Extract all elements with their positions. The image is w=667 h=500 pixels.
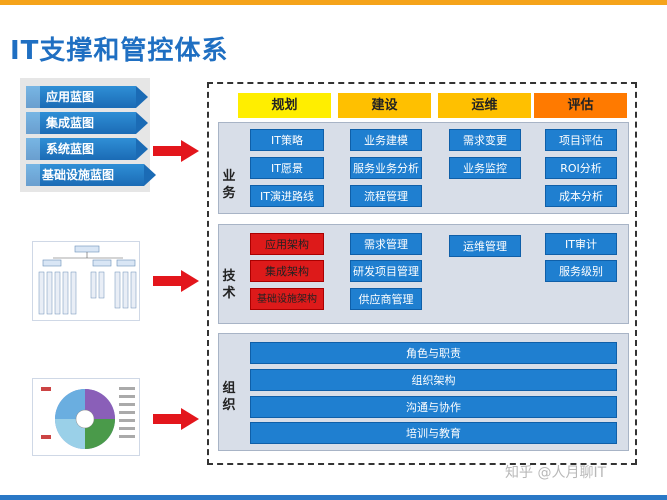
- cell-requirement-change: 需求变更: [449, 129, 521, 151]
- cell-service-analysis: 服务业务分析: [350, 157, 422, 179]
- top-accent-bar: [0, 0, 667, 5]
- cell-cost-analysis: 成本分析: [545, 185, 617, 207]
- pie-diagram: [41, 387, 135, 449]
- bottom-accent-bar: [0, 495, 667, 500]
- row-label-business: 业务: [222, 169, 236, 201]
- cell-business-modeling: 业务建模: [350, 129, 422, 151]
- cell-it-strategy: IT策略: [250, 129, 324, 151]
- page-title: IT支撑和管控体系: [10, 36, 229, 66]
- blueprint-item-system: 系统蓝图: [26, 138, 148, 160]
- cell-it-vision: IT愿景: [250, 157, 324, 179]
- blueprint-item-infrastructure: 基础设施蓝图: [26, 164, 156, 186]
- org-chart-diagram: [38, 245, 137, 315]
- cell-operations-management: 运维管理: [449, 235, 521, 257]
- cell-project-evaluation: 项目评估: [545, 129, 617, 151]
- cell-roi-analysis: ROI分析: [545, 157, 617, 179]
- phase-evaluate: 评估: [534, 93, 627, 118]
- arrow-right-icon: [153, 408, 199, 430]
- cell-supplier-management: 供应商管理: [350, 288, 422, 310]
- cell-service-level: 服务级别: [545, 260, 617, 282]
- watermark: 知乎 @人月聊IT: [505, 465, 607, 481]
- org-item-org-structure: 组织架构: [250, 369, 617, 391]
- cell-business-monitoring: 业务监控: [449, 157, 521, 179]
- org-item-training: 培训与教育: [250, 422, 617, 444]
- cell-it-audit: IT审计: [545, 233, 617, 255]
- cell-process-management: 流程管理: [350, 185, 422, 207]
- org-chart-thumbnail: [32, 241, 140, 321]
- cell-application-architecture: 应用架构: [250, 233, 324, 255]
- phase-build: 建设: [338, 93, 431, 118]
- row-label-organization: 组织: [222, 381, 236, 413]
- cell-integration-architecture: 集成架构: [250, 260, 324, 282]
- org-item-communication: 沟通与协作: [250, 396, 617, 418]
- phase-operate: 运维: [438, 93, 531, 118]
- cell-rd-project-management: 研发项目管理: [350, 260, 422, 282]
- cell-infrastructure-architecture: 基础设施架构: [250, 288, 324, 310]
- blueprint-item-integration: 集成蓝图: [26, 112, 148, 134]
- arrow-right-icon: [153, 140, 199, 162]
- cell-it-roadmap: IT演进路线: [250, 185, 324, 207]
- phase-plan: 规划: [238, 93, 331, 118]
- arrow-right-icon: [153, 270, 199, 292]
- framework-frame: [207, 82, 637, 465]
- cell-requirement-management: 需求管理: [350, 233, 422, 255]
- row-label-technology: 技术: [222, 269, 236, 301]
- org-item-roles-responsibilities: 角色与职责: [250, 342, 617, 364]
- pie-diagram-thumbnail: [32, 378, 140, 456]
- blueprint-item-application: 应用蓝图: [26, 86, 148, 108]
